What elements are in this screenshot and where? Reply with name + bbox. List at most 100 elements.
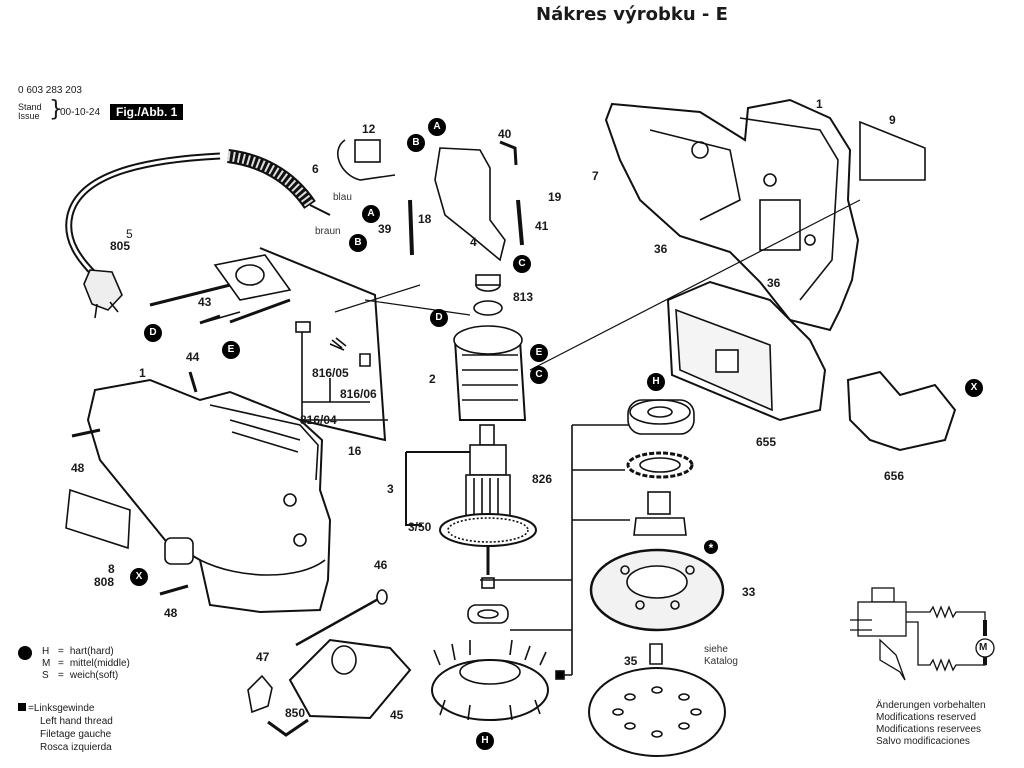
bearing-h (627, 399, 695, 435)
hardness-legend: H=hart(hard) M=mittel(middle) S=weich(so… (18, 646, 130, 682)
bolt-46 (295, 595, 383, 647)
bolt-46-head (376, 589, 388, 605)
legend-value: weich(soft) (69, 670, 119, 681)
guide-lines (334, 199, 861, 371)
screw-35 (649, 643, 663, 665)
switch-assembly (336, 139, 524, 262)
label-sticker-8 (65, 488, 131, 550)
connection-marker-e: E (530, 344, 548, 362)
connection-marker-h: H (647, 373, 665, 391)
part-label-808: 808 (94, 575, 115, 589)
side-handle (288, 638, 412, 720)
part-label-43: 43 (198, 295, 212, 309)
part-label-3-50: 3/50 (408, 520, 432, 534)
stand-label: Stand (18, 102, 42, 112)
screw-48-bottom (159, 584, 189, 596)
modifications-note: Änderungen vorbehalten Modifications res… (876, 700, 986, 748)
part-label-39: 39 (378, 222, 392, 236)
star-marker: * (704, 540, 718, 555)
part-label-36b: 36 (767, 276, 781, 290)
circuit-diagram (850, 587, 995, 681)
connection-marker-e: E (222, 341, 240, 359)
dust-box (666, 280, 827, 422)
modifications-es: Salvo modificaciones (876, 736, 970, 747)
catalog-note-line2: Katalog (704, 656, 738, 667)
stand-issue-label: Stand Issue (18, 103, 42, 121)
part-label-656: 656 (884, 469, 905, 483)
part-label-1-left: 1 (139, 366, 146, 380)
part-label-850: 850 (285, 706, 306, 720)
bracket-3 (405, 451, 470, 526)
brush-spring (329, 337, 347, 351)
legend-eq: = (58, 658, 64, 669)
part-label-16: 16 (348, 444, 362, 458)
part-label-816-05: 816/05 (312, 366, 349, 380)
brush-holder-plate (149, 247, 387, 442)
bracket-816 (301, 332, 388, 421)
dust-outlet (164, 537, 194, 565)
thread-legend-es: Rosca izquierda (40, 742, 112, 753)
wire-color-brown: braun (315, 226, 341, 237)
housing-half-right (604, 98, 860, 332)
legend-row: H=hart(hard) (18, 646, 130, 658)
thread-legend-de: Linksgewinde (33, 703, 95, 714)
legend-value: mittel(middle) (69, 658, 130, 669)
left-thread-marker (555, 670, 565, 680)
brace-glyph: } (49, 97, 63, 122)
issue-date: 00-10-24 (60, 107, 101, 118)
part-label-9: 9 (889, 113, 896, 127)
label-sticker-9 (859, 120, 926, 181)
armature (439, 424, 537, 575)
modifications-en: Modifications reserved (876, 712, 977, 723)
connection-marker-d: D (144, 324, 162, 342)
connection-marker-c: C (513, 255, 531, 273)
catalog-note-line1: siehe (704, 644, 728, 655)
legend-key: M (42, 658, 51, 669)
part-label-805: 805 (110, 239, 131, 253)
carbon-brush (295, 321, 311, 333)
legend-eq: = (58, 670, 64, 681)
part-label-813: 813 (513, 290, 534, 304)
part-label-45: 45 (390, 708, 404, 722)
part-label-48a: 48 (71, 461, 85, 475)
bracket-826 (480, 424, 630, 676)
document-number: 0 603 283 203 (18, 85, 82, 96)
thread-legend: =Linksgewinde Left hand thread Filetage … (18, 702, 113, 754)
connection-marker-a: A (362, 205, 380, 223)
connection-marker-x: X (965, 379, 983, 397)
figure-badge: Fig./Abb. 1 (110, 104, 184, 120)
hex-key-850 (267, 718, 309, 737)
part-label-33: 33 (742, 585, 756, 599)
part-label-1-top: 1 (816, 97, 823, 111)
thread-legend-line: =Linksgewinde (18, 702, 113, 715)
legend-row: M = mittel(middle) (18, 658, 130, 670)
legend-eq: = (58, 646, 64, 657)
part-label-7: 7 (592, 169, 599, 183)
eccentric-hub (633, 491, 687, 536)
part-label-40: 40 (498, 127, 512, 141)
wire-color-blue: blau (333, 192, 352, 203)
connection-marker-b: B (407, 134, 425, 152)
screw-43 (199, 314, 221, 325)
brush-cap (359, 353, 371, 367)
catalog-note: siehe Katalog (704, 644, 738, 668)
modifications-de: Änderungen vorbehalten (876, 700, 986, 711)
left-thread-square-icon (18, 703, 26, 711)
part-label-48b: 48 (164, 606, 178, 620)
legend-key: H (42, 646, 50, 657)
sanding-pad (589, 548, 725, 632)
part-label-41: 41 (535, 219, 549, 233)
thread-legend-en: Left hand thread (40, 716, 113, 727)
motor-symbol-label: M (979, 642, 988, 653)
part-label-47: 47 (256, 650, 270, 664)
screw-48-top (71, 428, 101, 438)
part-label-2: 2 (429, 372, 436, 386)
part-label-816-06: 816/06 (340, 387, 377, 401)
power-cord (65, 149, 331, 319)
part-label-655: 655 (756, 435, 777, 449)
part-label-8: 8 (108, 562, 115, 576)
part-label-826: 826 (532, 472, 553, 486)
part-label-19: 19 (548, 190, 562, 204)
part-label-5: 5 (126, 227, 133, 241)
